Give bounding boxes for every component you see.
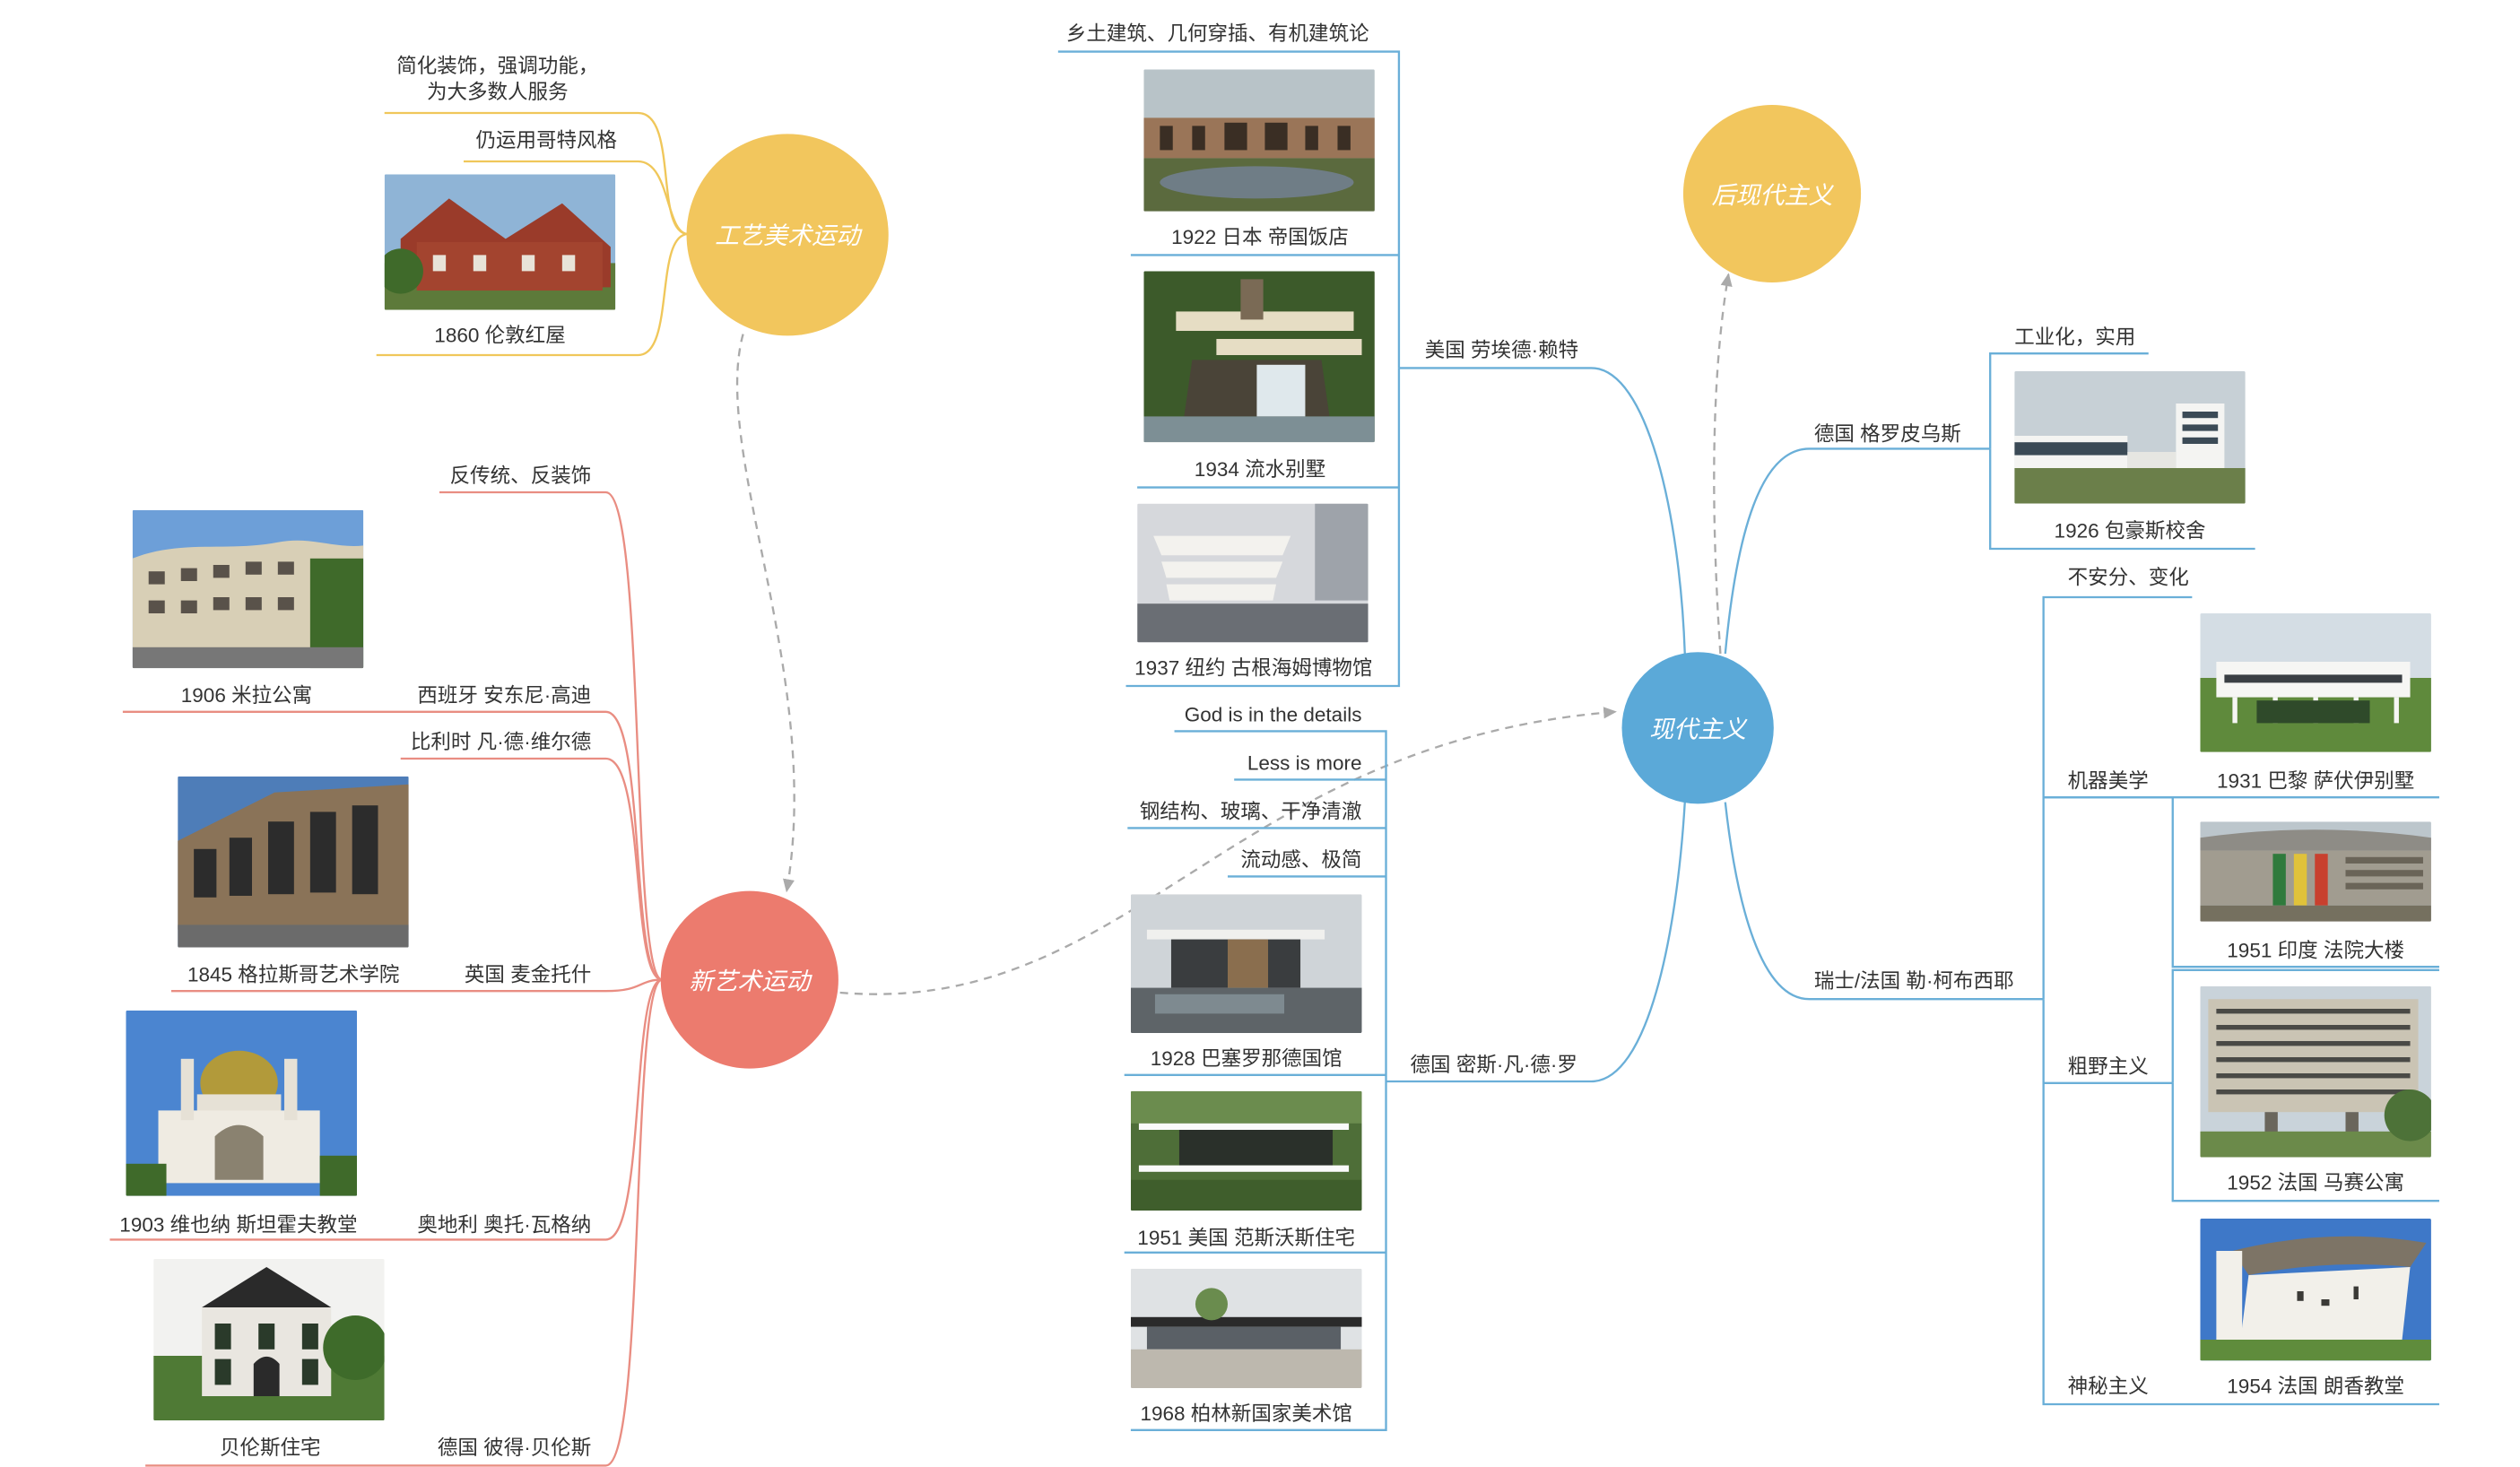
unite-habitation-caption: 1952 法国 马赛公寓 [2227,1171,2405,1194]
node-label: 工艺美术运动 [715,221,861,250]
red-house-photo [384,174,616,310]
barcelona-pavilion-photo [1130,894,1362,1033]
casa-mila-caption: 1906 米拉公寓 [180,684,313,707]
villa-savoye-caption: 1931 巴黎 萨伏伊别墅 [2217,769,2415,793]
group-brutalism[interactable]: 粗野主义 [2067,1055,2149,1079]
branch-gaudi[interactable]: 西班牙 安东尼·高迪 [417,684,592,707]
node-label: 新艺术运动 [689,966,811,995]
red-house-caption: 1860 伦敦红屋 [434,324,566,347]
imperial-hotel-photo [1143,69,1375,212]
branch-gropius[interactable]: 德国 格罗皮乌斯 [1813,422,1961,446]
barcelona-pavilion-caption: 1928 巴塞罗那德国馆 [1150,1047,1343,1071]
neue-nationalgalerie-caption: 1968 柏林新国家美术馆 [1140,1402,1352,1426]
neue-nationalgalerie-photo [1130,1268,1362,1388]
casa-mila-photo [132,509,364,669]
branch-behrens[interactable]: 德国 彼得·贝伦斯 [437,1437,592,1460]
glasgow-school-photo [178,776,409,948]
guggenheim-photo [1137,503,1369,643]
dashed-arrow-arts-to-nouveau [735,334,795,893]
modernism-branches [1057,50,2439,1431]
bauhaus-caption: 1926 包豪斯校舍 [2054,519,2206,543]
mies-note-2: 钢结构、玻璃、干净清澈 [1139,800,1362,823]
mies-note-1: Less is more [1247,751,1362,775]
behrens-house-caption: 贝伦斯住宅 [219,1437,321,1460]
node-modernism[interactable]: 现代主义 [1621,652,1774,804]
unite-habitation-photo [2200,985,2431,1158]
fallingwater-caption: 1934 流水别墅 [1194,458,1326,482]
ronchamp-photo [2200,1219,2431,1361]
arts-crafts-note1: 简化装饰，强调功能， 为大多数人服务 [396,55,599,104]
corbusier-note: 不安分、变化 [2067,566,2189,589]
art-nouveau-branches [109,490,664,1467]
gropius-note: 工业化，实用 [2014,326,2136,349]
dashed-arrow-modern-to-post [1713,273,1733,655]
farnsworth-house-caption: 1951 美国 范斯沃斯住宅 [1137,1227,1356,1250]
imperial-hotel-caption: 1922 日本 帝国饭店 [1171,226,1349,249]
mies-note-3: 流动感、极简 [1240,848,1362,872]
steinhof-church-photo [126,1010,358,1196]
art-nouveau-note: 反传统、反装饰 [449,464,592,488]
chandigarh-court-caption: 1951 印度 法院大楼 [2227,939,2405,962]
arts-crafts-note2: 仍运用哥特风格 [475,129,618,152]
node-arts-crafts[interactable]: 工艺美术运动 [686,134,889,336]
guggenheim-caption: 1937 纽约 古根海姆博物馆 [1134,656,1373,680]
glasgow-school-caption: 1845 格拉斯哥艺术学院 [187,963,400,986]
group-machine-aesthetics[interactable]: 机器美学 [2067,769,2149,793]
branch-van-de-velde[interactable]: 比利时 凡·德·维尔德 [410,731,592,754]
branch-mackintosh[interactable]: 英国 麦金托什 [464,963,592,986]
arts-crafts-branches [376,111,689,357]
branch-mies[interactable]: 德国 密斯·凡·德·罗 [1410,1054,1577,1077]
node-postmodernism[interactable]: 后现代主义 [1682,105,1862,282]
behrens-house-photo [153,1259,385,1420]
farnsworth-house-photo [1130,1090,1362,1211]
node-label: 现代主义 [1649,714,1747,743]
villa-savoye-photo [2200,613,2431,752]
wright-note: 乡土建筑、几何穿插、有机建筑论 [1065,22,1369,46]
steinhof-church-caption: 1903 维也纳 斯坦霍夫教堂 [119,1213,358,1237]
branch-corbusier[interactable]: 瑞士/法国 勒·柯布西耶 [1813,969,2014,993]
chandigarh-court-photo [2200,821,2431,922]
mies-note-0: God is in the details [1184,703,1362,726]
group-mysticism[interactable]: 神秘主义 [2067,1375,2149,1398]
node-art-nouveau[interactable]: 新艺术运动 [660,890,839,1069]
dashed-arrow-nouveau-to-modern [839,707,1617,995]
node-label: 后现代主义 [1711,179,1833,210]
ronchamp-caption: 1954 法国 朗香教堂 [2227,1375,2405,1398]
branch-wright[interactable]: 美国 劳埃德·赖特 [1424,339,1579,362]
fallingwater-photo [1143,271,1375,443]
bauhaus-photo [2014,371,2246,504]
branch-wagner[interactable]: 奥地利 奥托·瓦格纳 [417,1213,592,1237]
